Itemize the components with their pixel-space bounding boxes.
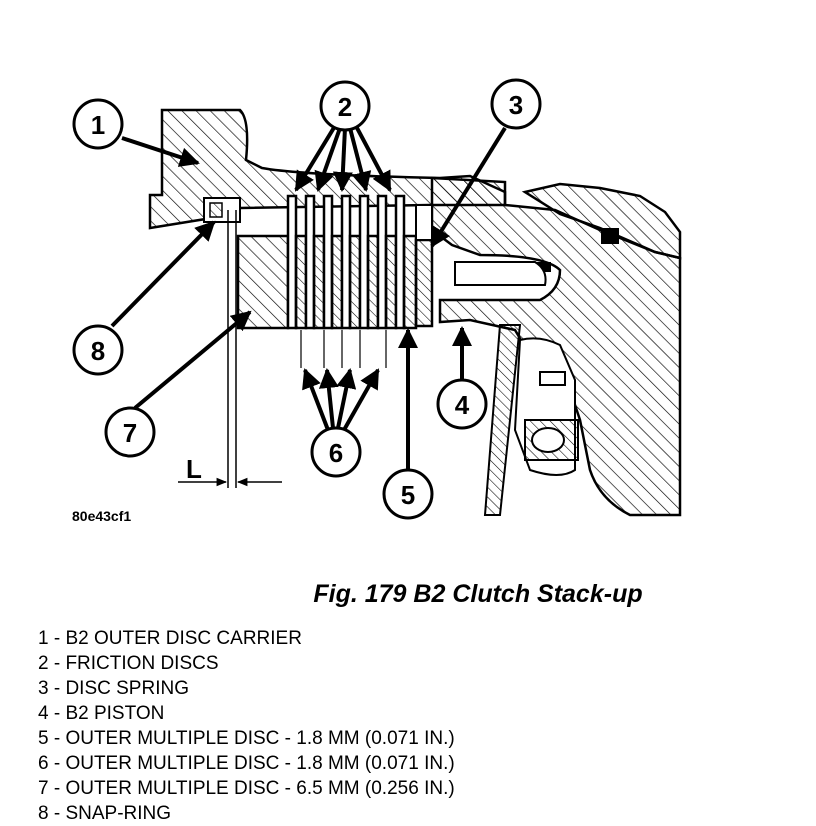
image-code: 80e43cf1 (72, 508, 132, 524)
callout-3: 3 (490, 78, 542, 130)
disc-6-guide-lines (300, 330, 387, 368)
callout-1: 1 (72, 98, 124, 150)
svg-text:3: 3 (509, 90, 523, 120)
thick-outer-disc (236, 234, 290, 330)
disc-spring (414, 204, 434, 328)
callout-2: 2 (319, 80, 371, 132)
legend-item: 7 - OUTER MULTIPLE DISC - 6.5 MM (0.256 … (38, 778, 455, 799)
figure-caption: Fig. 179 B2 Clutch Stack-up (313, 580, 643, 608)
housing-body (430, 176, 682, 517)
svg-text:5: 5 (401, 480, 415, 510)
svg-text:2: 2 (338, 92, 352, 122)
legend: 1 - B2 OUTER DISC CARRIER 2 - FRICTION D… (38, 626, 455, 826)
callout-6: 6 (310, 426, 362, 478)
svg-text:6: 6 (329, 438, 343, 468)
callout-8: 8 (72, 324, 124, 376)
legend-item: 5 - OUTER MULTIPLE DISC - 1.8 MM (0.071 … (38, 728, 455, 749)
callout-7: 7 (104, 406, 156, 458)
legend-item: 6 - OUTER MULTIPLE DISC - 1.8 MM (0.071 … (38, 753, 455, 774)
callout-5: 5 (382, 468, 434, 520)
leader-arrows (110, 124, 507, 470)
dimension-label: L (186, 454, 202, 484)
clutch-stackup-diagram: L 1 2 3 4 (72, 78, 682, 520)
legend-item: 8 - SNAP-RING (38, 803, 172, 824)
dimension-reference-lines (227, 210, 237, 488)
legend-item: 3 - DISC SPRING (38, 678, 189, 699)
seal-block-icon (535, 262, 551, 272)
seal-block-icon (601, 228, 619, 244)
svg-text:7: 7 (123, 418, 137, 448)
svg-text:1: 1 (91, 110, 105, 140)
disc-pack (286, 194, 418, 330)
legend-item: 2 - FRICTION DISCS (38, 653, 219, 674)
legend-item: 1 - B2 OUTER DISC CARRIER (38, 628, 302, 649)
svg-text:8: 8 (91, 336, 105, 366)
callout-4: 4 (436, 378, 488, 430)
legend-item: 4 - B2 PISTON (38, 703, 165, 724)
svg-text:4: 4 (455, 390, 470, 420)
